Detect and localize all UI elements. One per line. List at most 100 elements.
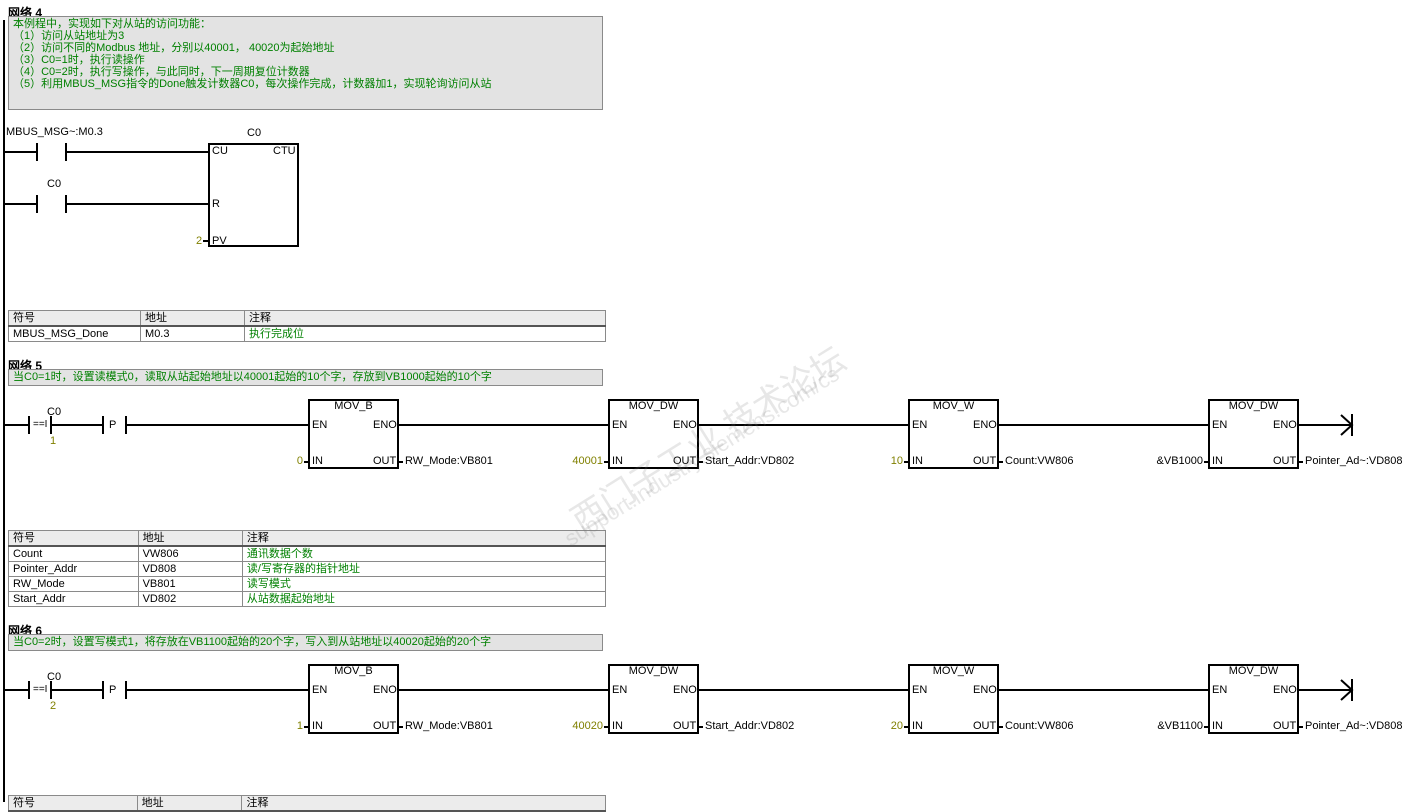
in-operand[interactable]: 1 <box>296 720 303 732</box>
left-power-rail <box>3 20 5 802</box>
in-operand[interactable]: &VB1000 <box>1156 455 1203 467</box>
wire <box>604 461 608 463</box>
table-header: 地址 <box>140 310 246 327</box>
wire <box>904 461 908 463</box>
network-comment[interactable]: 当C0=1时，设置读模式0，读取从站起始地址以40001起始的10个字，存放到V… <box>8 369 603 386</box>
edge-label: P <box>109 684 117 696</box>
compare-value: 1 <box>50 435 57 447</box>
wire <box>4 151 36 153</box>
instruction-box-mov-dw[interactable] <box>608 399 699 469</box>
pin-eno: ENO <box>673 419 697 431</box>
symbol-cell: Start_Addr <box>8 591 139 607</box>
contact-label: MBUS_MSG~:M0.3 <box>6 126 103 138</box>
in-operand[interactable]: &VB1100 <box>1157 720 1203 732</box>
wire <box>67 203 208 205</box>
pin-out: OUT <box>673 720 697 732</box>
out-operand[interactable]: Count:VW806 <box>1005 720 1074 732</box>
pin-en: EN <box>312 419 328 431</box>
counter-name: C0 <box>247 127 262 139</box>
instruction-box-mov-b[interactable] <box>308 399 399 469</box>
in-operand[interactable]: 40001 <box>572 455 603 467</box>
pin-in: IN <box>612 455 623 467</box>
pin-in: IN <box>912 720 923 732</box>
network-comment[interactable]: 当C0=2时，设置写模式1，将存放在VB1100起始的20个字，写入到从站地址以… <box>8 634 603 651</box>
compare-contact-right-bar <box>50 681 52 699</box>
in-operand[interactable]: 20 <box>890 720 903 732</box>
instruction-box-mov-dw[interactable] <box>1208 664 1299 734</box>
wire <box>304 461 308 463</box>
contact-right-bar <box>65 195 67 213</box>
ctu-counter-box[interactable] <box>208 143 299 247</box>
compare-operator: ==I <box>33 684 48 695</box>
in-operand[interactable]: 40020 <box>572 720 603 732</box>
out-operand[interactable]: Pointer_Ad~:VD808 <box>1305 720 1403 732</box>
in-operand[interactable]: 10 <box>890 455 903 467</box>
wire <box>399 424 608 426</box>
network-comment[interactable]: 本例程中，实现如下对从站的访问功能：（1）访问从站地址为3（2）访问不同的Mod… <box>8 16 603 110</box>
pin-eno: ENO <box>1273 684 1297 696</box>
pin-in: IN <box>1212 455 1223 467</box>
instruction-box-mov-w[interactable] <box>908 664 999 734</box>
pin-in: IN <box>1212 720 1223 732</box>
rung-end-arrow <box>1340 414 1354 436</box>
table-header: 符号 <box>7 310 142 327</box>
wire <box>1299 726 1303 728</box>
wire <box>999 424 1208 426</box>
comment-line: 当C0=1时，设置读模式0，读取从站起始地址以40001起始的10个字，存放到V… <box>13 371 492 383</box>
address-cell: VW806 <box>137 545 243 562</box>
pin-in: IN <box>912 455 923 467</box>
symbol-table: 符号地址注释 <box>8 795 606 812</box>
wire <box>67 151 208 153</box>
compare-contact-left-bar <box>28 416 30 434</box>
comment-line: （4）C0=2时，执行写操作，与此同时，下一周期复位计数器 <box>13 66 310 78</box>
pin-eno: ENO <box>673 684 697 696</box>
contact-right-bar <box>65 143 67 161</box>
pin-cu: CU <box>212 145 228 157</box>
out-operand[interactable]: Count:VW806 <box>1005 455 1074 467</box>
wire <box>399 689 608 691</box>
pin-eno: ENO <box>1273 419 1297 431</box>
instruction-name: MOV_W <box>932 665 975 677</box>
table-header: 注释 <box>241 795 606 812</box>
out-operand[interactable]: Start_Addr:VD802 <box>705 455 795 467</box>
out-operand[interactable]: RW_Mode:VB801 <box>405 720 493 732</box>
pin-en: EN <box>912 684 928 696</box>
pin-out: OUT <box>673 455 697 467</box>
pin-eno: ENO <box>973 419 997 431</box>
wire <box>399 461 403 463</box>
table-header: 地址 <box>136 795 243 812</box>
pin-pv: PV <box>212 235 227 247</box>
rung-end-arrow <box>1340 679 1354 701</box>
comment-line: （2）访问不同的Modbus 地址，分别以40001， 40020为起始地址 <box>13 42 335 54</box>
contact-label: C0 <box>47 178 62 190</box>
table-header: 注释 <box>241 530 607 547</box>
instruction-box-mov-dw[interactable] <box>1208 399 1299 469</box>
instruction-box-mov-dw[interactable] <box>608 664 699 734</box>
pin-out: OUT <box>1273 455 1297 467</box>
wire <box>4 203 36 205</box>
out-operand[interactable]: Pointer_Ad~:VD808 <box>1305 455 1403 467</box>
comment-cell: 读写模式 <box>241 576 607 592</box>
comment-cell: 通讯数据个数 <box>241 545 607 562</box>
instruction-box-mov-b[interactable] <box>308 664 399 734</box>
wire <box>699 424 908 426</box>
positive-edge-contact-right-bar <box>125 416 127 434</box>
pin-en: EN <box>612 684 628 696</box>
out-operand[interactable]: Start_Addr:VD802 <box>705 720 795 732</box>
in-operand[interactable]: 0 <box>296 455 303 467</box>
wire <box>4 689 28 691</box>
out-operand[interactable]: RW_Mode:VB801 <box>405 455 493 467</box>
instruction-box-mov-w[interactable] <box>908 399 999 469</box>
table-header: 注释 <box>244 310 606 327</box>
compare-value: 2 <box>50 700 57 712</box>
pin-en: EN <box>1212 684 1228 696</box>
instruction-name: MOV_DW <box>628 400 679 412</box>
wire <box>699 726 703 728</box>
wire <box>1204 726 1208 728</box>
